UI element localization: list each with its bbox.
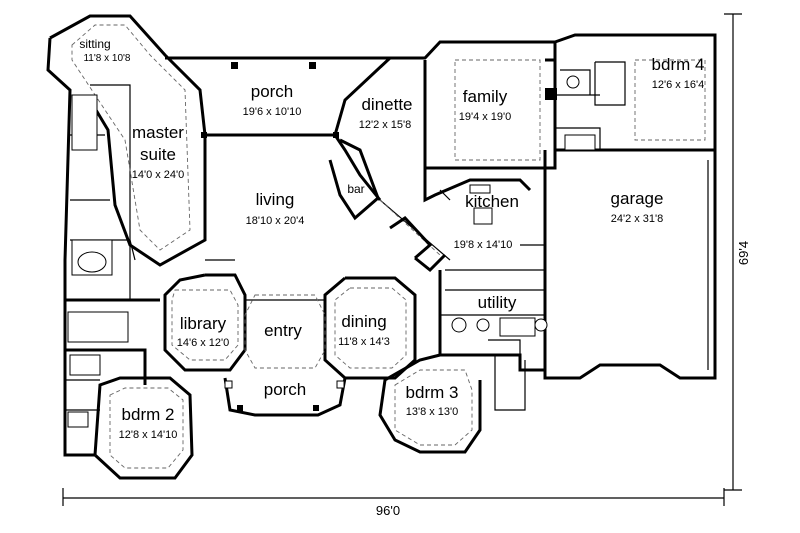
family-label: family — [463, 87, 508, 106]
bar-label: bar — [347, 182, 364, 196]
dinette-label: dinette — [361, 95, 412, 114]
depth-dimension: 69'4 — [736, 241, 751, 265]
rear-porch-label: porch — [251, 82, 294, 101]
living-label: living — [256, 190, 295, 209]
dining-size: 11'8 x 14'3 — [338, 336, 390, 348]
fixtures — [67, 75, 596, 428]
bdrm4-size: 12'6 x 16'4 — [652, 79, 705, 91]
library-label: library — [180, 314, 227, 333]
dining-label: dining — [341, 312, 386, 331]
rear-porch-size: 19'6 x 10'10 — [243, 106, 302, 118]
utility-label: utility — [478, 293, 517, 312]
ceiling-outlines — [71, 24, 706, 469]
garage-label: garage — [611, 189, 664, 208]
kitchen-size: 19'8 x 14'10 — [454, 239, 513, 251]
sitting-size: 11'8 x 10'8 — [83, 53, 130, 64]
family-size: 19'4 x 19'0 — [459, 111, 512, 123]
kitchen-label: kitchen — [465, 192, 519, 211]
dimension-lines — [62, 13, 742, 506]
living-size: 18'10 x 20'4 — [246, 215, 305, 227]
front-porch-label: porch — [264, 380, 307, 399]
bdrm2-size: 12'8 x 14'10 — [119, 429, 178, 441]
bdrm4-label: bdrm 4 — [652, 55, 705, 74]
width-dimension: 96'0 — [376, 503, 400, 518]
master-label-2: suite — [140, 145, 176, 164]
bdrm3-size: 13'8 x 13'0 — [406, 406, 459, 418]
sitting-label: sitting — [79, 37, 110, 51]
library-size: 14'6 x 12'0 — [177, 337, 230, 349]
exterior-walls — [46, 14, 717, 480]
master-label-1: master — [132, 123, 184, 142]
bdrm2-label: bdrm 2 — [122, 405, 175, 424]
master-size: 14'0 x 24'0 — [132, 169, 185, 181]
entry-label: entry — [264, 321, 302, 340]
interior-walls — [65, 58, 626, 411]
bdrm3-label: bdrm 3 — [406, 383, 459, 402]
dinette-size: 12'2 x 15'8 — [359, 119, 412, 131]
garage-size: 24'2 x 31'8 — [611, 213, 664, 225]
porch-posts — [201, 62, 557, 411]
